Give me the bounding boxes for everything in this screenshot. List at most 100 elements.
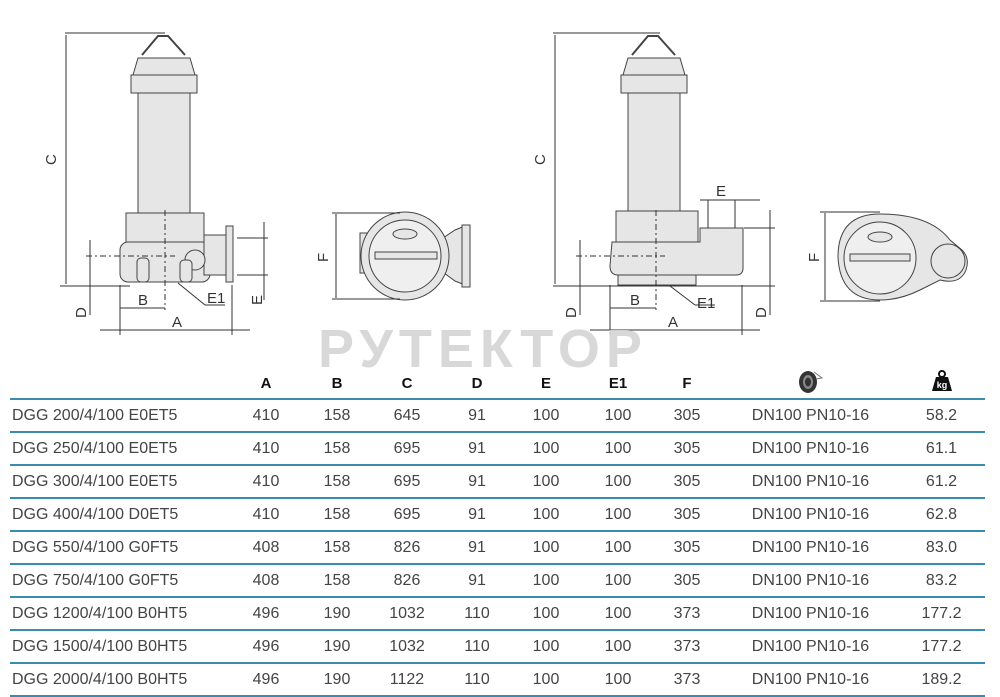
cell-weight: 83.2	[898, 563, 985, 597]
cell-F: 373	[651, 596, 723, 630]
cell-A: 408	[225, 530, 307, 564]
cell-flange: DN100 PN10-16	[723, 398, 898, 432]
cell-E1: 100	[585, 497, 651, 531]
cell-F: 305	[651, 497, 723, 531]
cell-weight: 83.0	[898, 530, 985, 564]
cell-A: 496	[225, 662, 307, 697]
cell-C: 826	[367, 530, 447, 564]
cell-E: 100	[507, 398, 585, 432]
dim-label-D-right: D	[563, 307, 580, 318]
dim-label-C: C	[43, 154, 60, 165]
table-header-row: A B C D E E1 F kg	[10, 368, 985, 399]
model-name: DGG 300/4/100 E0ET5	[10, 464, 225, 498]
watermark: РУТЕКТОР	[318, 319, 648, 379]
cell-flange: DN100 PN10-16	[723, 662, 898, 697]
model-name: DGG 200/4/100 E0ET5	[10, 398, 225, 432]
cell-B: 158	[307, 464, 367, 498]
cell-B: 190	[307, 629, 367, 663]
table-row: DGG 1200/4/100 B0HT5 496 190 1032 110 10…	[10, 596, 985, 630]
cell-D: 91	[447, 530, 507, 564]
cell-E: 100	[507, 629, 585, 663]
flange-icon	[796, 368, 826, 398]
cell-C: 1122	[367, 662, 447, 697]
cell-C: 695	[367, 497, 447, 531]
cell-F: 305	[651, 431, 723, 465]
cell-A: 410	[225, 497, 307, 531]
header-B: B	[331, 374, 343, 392]
cell-E: 100	[507, 662, 585, 697]
cell-D: 110	[447, 662, 507, 697]
model-name: DGG 550/4/100 G0FT5	[10, 530, 225, 564]
cell-B: 190	[307, 662, 367, 697]
cell-E1: 100	[585, 629, 651, 663]
dim-label-B-right: B	[630, 292, 640, 309]
cell-C: 1032	[367, 596, 447, 630]
cell-flange: DN100 PN10-16	[723, 596, 898, 630]
cell-B: 158	[307, 431, 367, 465]
dim-label-E1: E1	[207, 290, 225, 307]
pump-plan-view-left	[359, 211, 471, 301]
model-name: DGG 2000/4/100 B0HT5	[10, 662, 225, 697]
cell-E1: 100	[585, 431, 651, 465]
header-flange	[723, 368, 898, 399]
cell-A: 410	[225, 398, 307, 432]
cell-B: 190	[307, 596, 367, 630]
cell-D: 91	[447, 464, 507, 498]
cell-flange: DN100 PN10-16	[723, 563, 898, 597]
cell-E: 100	[507, 563, 585, 597]
cell-A: 410	[225, 431, 307, 465]
cell-C: 695	[367, 431, 447, 465]
cell-weight: 62.8	[898, 497, 985, 531]
cell-weight: 189.2	[898, 662, 985, 697]
cell-weight: 61.1	[898, 431, 985, 465]
pump-plan-view-right	[837, 213, 968, 301]
table-row: DGG 200/4/100 E0ET5 410 158 645 91 100 1…	[10, 398, 985, 432]
cell-C: 695	[367, 464, 447, 498]
dim-label-A-right: A	[668, 314, 678, 331]
table-row: DGG 750/4/100 G0FT5 408 158 826 91 100 1…	[10, 563, 985, 597]
cell-F: 305	[651, 464, 723, 498]
table-row: DGG 2000/4/100 B0HT5 496 190 1122 110 10…	[10, 662, 985, 697]
table-row: DGG 250/4/100 E0ET5 410 158 695 91 100 1…	[10, 431, 985, 465]
dim-label-F: F	[315, 253, 332, 262]
cell-weight: 58.2	[898, 398, 985, 432]
cell-E: 100	[507, 497, 585, 531]
cell-B: 158	[307, 497, 367, 531]
cell-C: 826	[367, 563, 447, 597]
cell-D: 91	[447, 563, 507, 597]
cell-C: 645	[367, 398, 447, 432]
cell-A: 408	[225, 563, 307, 597]
cell-E: 100	[507, 464, 585, 498]
cell-B: 158	[307, 563, 367, 597]
cell-E: 100	[507, 596, 585, 630]
cell-F: 373	[651, 629, 723, 663]
model-name: DGG 250/4/100 E0ET5	[10, 431, 225, 465]
cell-flange: DN100 PN10-16	[723, 464, 898, 498]
cell-E1: 100	[585, 398, 651, 432]
cell-flange: DN100 PN10-16	[723, 431, 898, 465]
dimensions-table: A B C D E E1 F kg DGG 200/4/100 E0ET5 41…	[10, 368, 985, 697]
model-name: DGG 1500/4/100 B0HT5	[10, 629, 225, 663]
cell-F: 305	[651, 530, 723, 564]
weight-kg-icon: kg	[930, 369, 954, 397]
cell-flange: DN100 PN10-16	[723, 530, 898, 564]
cell-E1: 100	[585, 662, 651, 697]
cell-A: 496	[225, 596, 307, 630]
cell-D: 91	[447, 431, 507, 465]
table-row: DGG 300/4/100 E0ET5 410 158 695 91 100 1…	[10, 464, 985, 498]
dim-label-E1-right: E1	[697, 295, 715, 312]
cell-E: 100	[507, 530, 585, 564]
cell-F: 373	[651, 662, 723, 697]
dim-label-E-right: E	[716, 183, 726, 200]
dim-label-F-right: F	[806, 253, 823, 262]
header-D: D	[471, 374, 483, 392]
cell-weight: 177.2	[898, 629, 985, 663]
cell-D: 91	[447, 398, 507, 432]
cell-B: 158	[307, 530, 367, 564]
model-name: DGG 400/4/100 D0ET5	[10, 497, 225, 531]
cell-E: 100	[507, 431, 585, 465]
cell-E1: 100	[585, 530, 651, 564]
cell-weight: 61.2	[898, 464, 985, 498]
header-E1: E1	[608, 374, 628, 392]
header-model	[10, 368, 225, 399]
